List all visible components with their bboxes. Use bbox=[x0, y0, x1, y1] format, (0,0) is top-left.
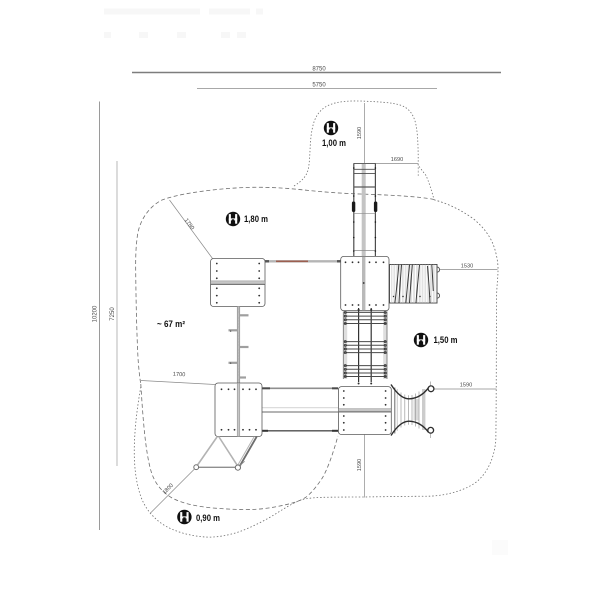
svg-text:1530: 1530 bbox=[461, 264, 473, 270]
svg-text:1,00 m: 1,00 m bbox=[322, 138, 346, 148]
svg-text:0,90 m: 0,90 m bbox=[196, 513, 220, 523]
svg-text:1590: 1590 bbox=[357, 459, 363, 471]
svg-text:1690: 1690 bbox=[391, 157, 403, 163]
svg-text:1,80 m: 1,80 m bbox=[244, 214, 268, 224]
svg-text:1,50 m: 1,50 m bbox=[434, 335, 458, 345]
svg-text:▸: ▸ bbox=[230, 329, 232, 333]
svg-text:5750: 5750 bbox=[312, 83, 326, 89]
svg-text:7250: 7250 bbox=[110, 307, 116, 321]
svg-text:▸: ▸ bbox=[230, 361, 232, 365]
svg-text:1590: 1590 bbox=[460, 383, 472, 389]
svg-text:1590: 1590 bbox=[357, 127, 363, 139]
svg-text:8750: 8750 bbox=[312, 67, 326, 73]
svg-text:~ 67 m²: ~ 67 m² bbox=[157, 319, 185, 329]
svg-text:10200: 10200 bbox=[93, 305, 99, 322]
svg-text:1700: 1700 bbox=[173, 372, 186, 379]
